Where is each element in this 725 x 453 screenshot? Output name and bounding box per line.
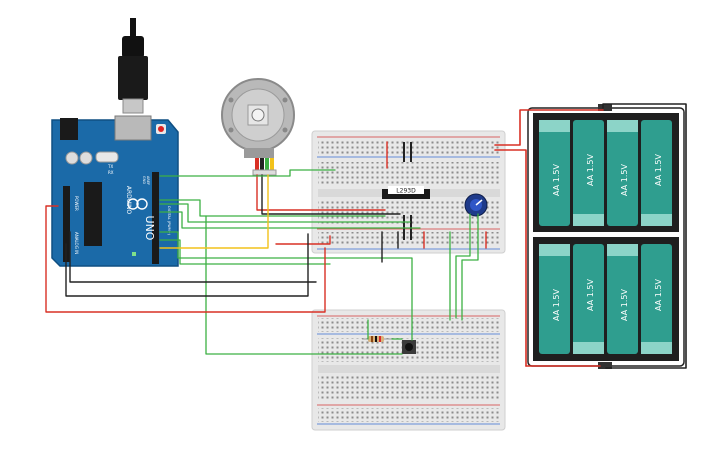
wire-black-left — [65, 233, 309, 297]
wire-red-vcc — [275, 235, 331, 245]
power-led-icon — [132, 252, 136, 256]
wire-green-pot-2 — [461, 213, 479, 321]
wire-green-2 — [159, 199, 386, 217]
dc-motor[interactable] — [221, 78, 295, 176]
battery-terminal-icon — [598, 104, 612, 111]
power-analog-header — [63, 186, 70, 262]
analog-header-label: ANALOG IN — [74, 232, 79, 254]
wire-green-7 — [205, 215, 403, 355]
driver-ic-label: L293D — [396, 188, 416, 195]
wire-battery-red-3 — [494, 149, 527, 367]
power-header-label: POWER — [74, 196, 79, 211]
battery-cells: AA 1.5V AA 1.5V AA 1.5V AA 1.5V A — [539, 120, 672, 354]
battery-cell-2: AA 1.5V — [573, 120, 604, 226]
wire-black-left-2 — [69, 231, 317, 283]
atmega-chip-icon — [84, 182, 102, 246]
wire-green-3 — [159, 203, 411, 223]
battery-cell-label: AA 1.5V — [620, 289, 629, 321]
battery-cell-label: AA 1.5V — [552, 289, 561, 321]
wire-green-6 — [159, 239, 331, 265]
battery-cell-7: AA 1.5V — [607, 244, 638, 354]
battery-cell-5: AA 1.5V — [539, 244, 570, 354]
rx-label: RX — [108, 170, 114, 175]
aref-label: AREF — [146, 176, 150, 185]
gnd-label: GND — [142, 176, 146, 184]
wire-motor-red — [256, 174, 386, 211]
wire-battery-black — [602, 103, 687, 369]
wire-green-1 — [159, 169, 336, 177]
wire-green-5 — [159, 231, 413, 341]
wire-green-pot — [455, 213, 471, 319]
digital-header — [152, 172, 159, 264]
usb-cable-icon — [118, 18, 148, 114]
arduino-model: UNO — [143, 216, 156, 241]
battery-pack[interactable]: AA 1.5V AA 1.5V AA 1.5V AA 1.5V A — [527, 104, 685, 369]
wire-battery-red — [494, 109, 604, 146]
driver-ic[interactable]: L293D — [382, 186, 430, 199]
digital-header-label: DIGITAL (PWM~) — [167, 206, 171, 236]
power-jack-icon — [60, 118, 78, 140]
push-button[interactable] — [402, 340, 416, 354]
wire-green-4 — [159, 211, 421, 229]
battery-cell-label: AA 1.5V — [620, 164, 629, 196]
battery-cell-label: AA 1.5V — [586, 154, 595, 186]
battery-cell-1: AA 1.5V — [539, 120, 570, 226]
battery-cell-6: AA 1.5V — [573, 244, 604, 354]
wire-yellow — [159, 174, 269, 249]
battery-cell-8: AA 1.5V — [641, 244, 672, 354]
wire-red-left — [45, 205, 326, 313]
arduino-brand: ARDUINO — [125, 186, 132, 215]
battery-cell-label: AA 1.5V — [654, 279, 663, 311]
battery-cell-label: AA 1.5V — [586, 279, 595, 311]
battery-cell-label: AA 1.5V — [654, 154, 663, 186]
battery-cell-3: AA 1.5V — [607, 120, 638, 226]
potentiometer[interactable] — [464, 193, 488, 217]
battery-terminal-icon — [598, 362, 612, 369]
breadboard-bottom[interactable] — [311, 309, 506, 431]
arduino-uno[interactable]: ARDUINO UNO POWER ANALOG IN AREF GND TX … — [51, 18, 179, 267]
wire-motor-black — [261, 174, 401, 215]
usb-port-icon — [114, 115, 152, 141]
resistor[interactable] — [362, 336, 392, 342]
wires — [45, 103, 687, 369]
battery-cell-4: AA 1.5V — [641, 120, 672, 226]
capacitor-top[interactable] — [403, 142, 412, 162]
tx-label: TX — [107, 164, 113, 169]
battery-cell-label: AA 1.5V — [552, 164, 561, 196]
